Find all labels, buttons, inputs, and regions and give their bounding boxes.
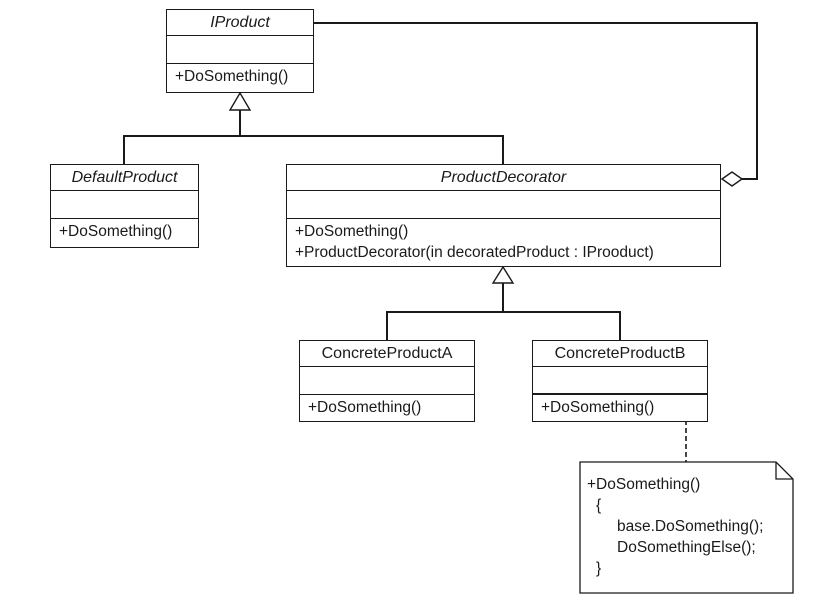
inheritance-arrowhead-iproduct xyxy=(228,91,252,111)
operation: +DoSomething() xyxy=(541,399,655,416)
operation: +DoSomething() xyxy=(308,399,422,416)
operations-compartment-productdecorator: +DoSomething() +ProductDecorator(in deco… xyxy=(287,219,720,263)
class-name-productdecorator: ProductDecorator xyxy=(287,165,720,191)
inheritance-line-concrete-a xyxy=(386,283,504,341)
operations-compartment-defaultproduct: +DoSomething() xyxy=(51,219,198,242)
class-name-concreteproductb: ConcreteProductB xyxy=(533,341,707,367)
note-shape xyxy=(579,461,794,594)
aggregation-line xyxy=(313,22,758,180)
note-line: DoSomethingElse(); xyxy=(617,539,756,556)
operations-compartment-iproduct: +DoSomething() xyxy=(167,64,313,87)
note-fold-corner xyxy=(775,462,793,480)
note-line: +DoSomething() xyxy=(587,476,701,493)
class-name-iproduct: IProduct xyxy=(167,10,313,36)
note-line: { xyxy=(596,497,602,514)
inheritance-arrowhead-productdecorator xyxy=(491,265,515,284)
inheritance-line-concrete-b xyxy=(503,311,621,341)
note-line: base.DoSomething(); xyxy=(617,518,764,535)
class-iproduct[interactable]: IProduct +DoSomething() xyxy=(166,9,314,93)
operation: +DoSomething() xyxy=(59,223,173,240)
class-name-defaultproduct: DefaultProduct xyxy=(51,165,198,191)
operation: +DoSomething() xyxy=(175,68,289,85)
attributes-compartment-productdecorator xyxy=(287,191,720,219)
class-productdecorator[interactable]: ProductDecorator +DoSomething() +Product… xyxy=(286,164,721,267)
class-concreteproductb[interactable]: ConcreteProductB +DoSomething() xyxy=(532,340,708,422)
attributes-compartment-concreteproductb xyxy=(533,367,707,395)
operations-compartment-concreteproducta: +DoSomething() xyxy=(300,395,474,418)
note-line: } xyxy=(596,560,602,577)
note[interactable]: +DoSomething() { base.DoSomething(); DoS… xyxy=(587,474,787,579)
attributes-compartment-concreteproducta xyxy=(300,367,474,395)
attributes-compartment-defaultproduct xyxy=(51,191,198,219)
inheritance-line-defaultproduct xyxy=(123,110,241,165)
aggregation-diamond xyxy=(720,171,744,187)
operations-compartment-concreteproductb: +DoSomething() xyxy=(533,395,707,418)
inheritance-line-productdecorator xyxy=(240,135,504,165)
attributes-compartment-iproduct xyxy=(167,36,313,64)
class-concreteproducta[interactable]: ConcreteProductA +DoSomething() xyxy=(299,340,475,422)
class-name-concreteproducta: ConcreteProductA xyxy=(300,341,474,367)
operation: +DoSomething() xyxy=(295,223,409,240)
operation: +ProductDecorator(in decoratedProduct : … xyxy=(295,244,654,261)
class-defaultproduct[interactable]: DefaultProduct +DoSomething() xyxy=(50,164,199,248)
